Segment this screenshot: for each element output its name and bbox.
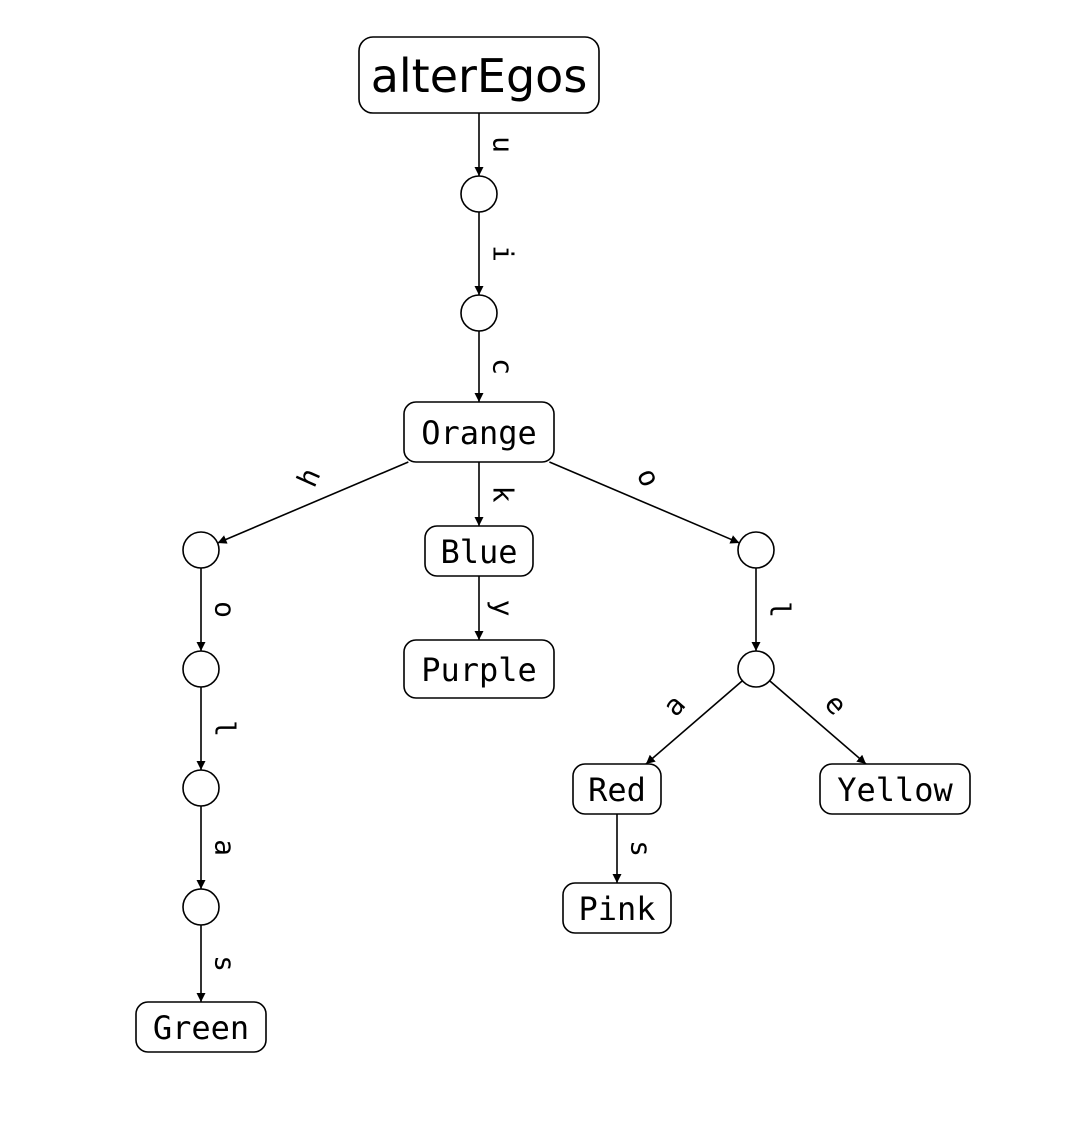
trie-node-empty (182, 888, 220, 926)
node-label: Pink (578, 890, 655, 928)
node-box (562, 882, 672, 934)
node-box (424, 525, 534, 577)
edge-label: h (290, 463, 327, 492)
trie-node-empty (460, 294, 498, 332)
trie-node-empty (182, 650, 220, 688)
edge-label: s (209, 955, 242, 972)
node-box (358, 36, 600, 114)
edge-orange-h1 (217, 461, 409, 544)
trie-node-root: alterEgos (358, 36, 600, 114)
node-label: Red (588, 771, 646, 809)
trie-node-yellow: Yellow (819, 763, 971, 815)
edge-label: i (487, 245, 520, 262)
trie-node-empty (182, 531, 220, 569)
edge-label: l (209, 720, 242, 737)
edge-orange-o1 (549, 461, 740, 544)
edge-label: e (818, 687, 854, 721)
edge-label: o (209, 601, 242, 618)
node-box (572, 763, 662, 815)
node-box (403, 639, 555, 699)
node-box (135, 1001, 267, 1053)
trie-node-empty (182, 769, 220, 807)
node-label: Blue (440, 533, 517, 571)
edge-label: k (487, 486, 520, 503)
trie-node-green: Green (135, 1001, 267, 1053)
edge-label: c (487, 358, 520, 375)
node-label: Yellow (837, 771, 953, 809)
node-label: Green (153, 1009, 249, 1047)
edge-label: a (209, 839, 242, 856)
edge-label: s (625, 840, 658, 857)
edge-label: y (487, 600, 520, 617)
node-box (403, 401, 555, 463)
node-label: alterEgos (371, 49, 588, 103)
trie-node-empty (737, 650, 775, 688)
trie-node-orange: Orange (403, 401, 555, 463)
trie-node-purple: Purple (403, 639, 555, 699)
edge-label: a (656, 688, 692, 722)
edge-o2-yellow (769, 680, 867, 765)
trie-node-empty (737, 531, 775, 569)
edges-layer (196, 113, 867, 1002)
trie-node-red: Red (572, 763, 662, 815)
trie-node-pink: Pink (562, 882, 672, 934)
edge-o2-red (645, 680, 743, 765)
node-label: Orange (421, 414, 537, 452)
trie-node-empty (460, 175, 498, 213)
edge-label: l (764, 601, 797, 618)
edge-label: o (630, 463, 667, 492)
trie-node-blue: Blue (424, 525, 534, 577)
edge-label: u (487, 136, 520, 153)
node-box (819, 763, 971, 815)
node-label: Purple (421, 651, 537, 689)
